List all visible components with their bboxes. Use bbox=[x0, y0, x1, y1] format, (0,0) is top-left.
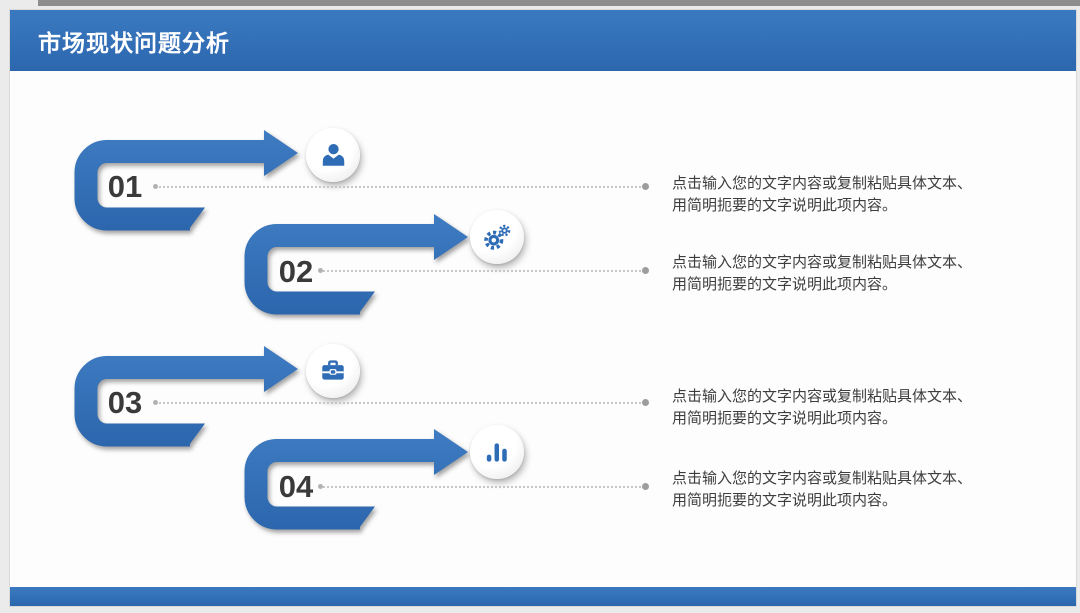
arrow-shape bbox=[244, 214, 468, 315]
dotted-connector bbox=[153, 399, 649, 406]
slide-background bbox=[10, 10, 1076, 606]
bar-chart-icon bbox=[486, 443, 507, 462]
page-title: 市场现状问题分析 bbox=[38, 29, 230, 56]
icon-badge bbox=[470, 425, 524, 479]
icon-badge bbox=[306, 344, 360, 398]
window-top-edge bbox=[38, 0, 1080, 6]
arrow-shape bbox=[244, 429, 468, 530]
slide-footer bbox=[10, 587, 1076, 606]
icon-badge bbox=[470, 210, 524, 264]
desc-line-2: 用简明扼要的文字说明此项内容。 bbox=[672, 197, 898, 214]
dotted-connector bbox=[318, 267, 649, 274]
desc-line-2: 用简明扼要的文字说明此项内容。 bbox=[672, 410, 898, 427]
item-description: 点击输入您的文字内容或复制粘贴具体文本、 用简明扼要的文字说明此项内容。 bbox=[672, 468, 972, 512]
item-number: 03 bbox=[107, 385, 143, 420]
desc-line-1: 点击输入您的文字内容或复制粘贴具体文本、 bbox=[672, 254, 973, 271]
arrow-shape bbox=[74, 130, 298, 231]
icon-badge bbox=[306, 128, 360, 182]
desc-line-1: 点击输入您的文字内容或复制粘贴具体文本、 bbox=[672, 388, 973, 405]
dotted-connector bbox=[153, 183, 649, 190]
gears-icon bbox=[484, 224, 511, 250]
desc-line-2: 用简明扼要的文字说明此项内容。 bbox=[672, 276, 898, 293]
desc-line-1: 点击输入您的文字内容或复制粘贴具体文本、 bbox=[672, 470, 973, 487]
item-description: 点击输入您的文字内容或复制粘贴具体文本、 用简明扼要的文字说明此项内容。 bbox=[672, 252, 972, 296]
item-number: 04 bbox=[278, 469, 314, 504]
arrow-shape bbox=[74, 346, 298, 447]
item-number: 01 bbox=[107, 169, 143, 204]
item-description: 点击输入您的文字内容或复制粘贴具体文本、 用简明扼要的文字说明此项内容。 bbox=[672, 386, 972, 430]
desc-line-1: 点击输入您的文字内容或复制粘贴具体文本、 bbox=[672, 175, 973, 192]
item-description: 点击输入您的文字内容或复制粘贴具体文本、 用简明扼要的文字说明此项内容。 bbox=[672, 173, 972, 217]
item-number: 02 bbox=[278, 254, 314, 289]
person-icon bbox=[322, 143, 345, 166]
briefcase-icon bbox=[322, 360, 344, 380]
slide-header: 市场现状问题分析 bbox=[10, 10, 1076, 71]
dotted-connector bbox=[318, 483, 649, 490]
desc-line-2: 用简明扼要的文字说明此项内容。 bbox=[672, 492, 898, 509]
